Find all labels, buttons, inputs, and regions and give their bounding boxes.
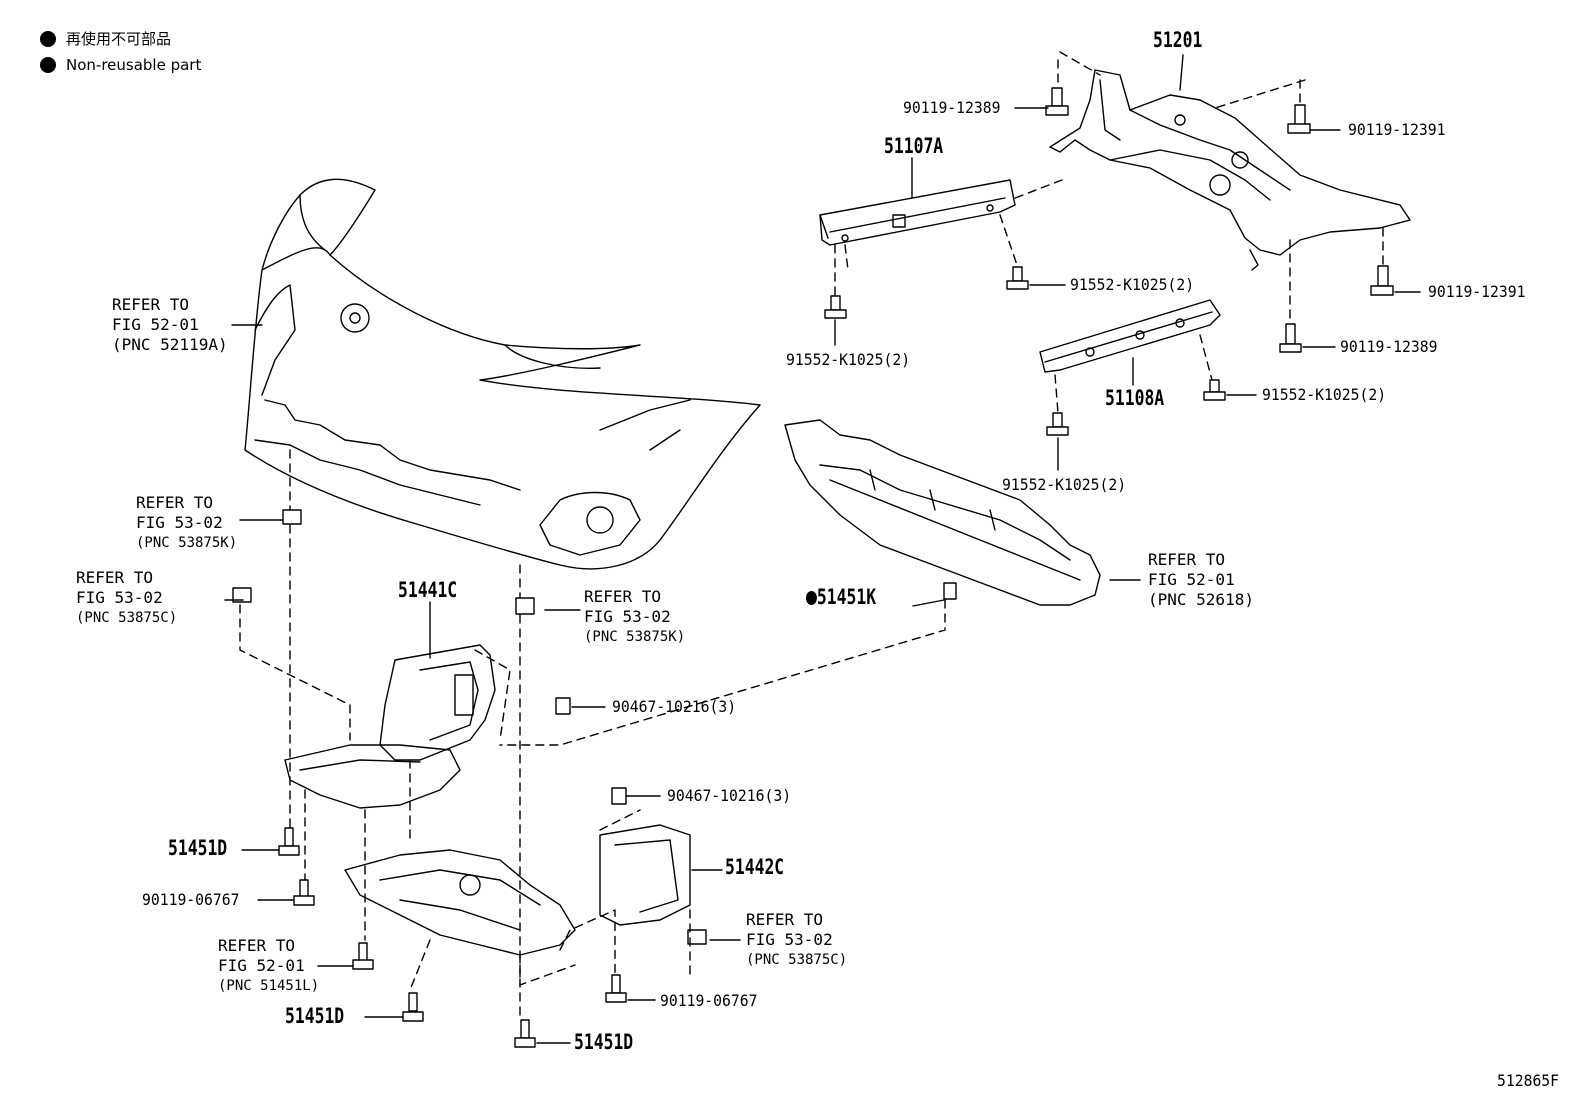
dashed-lines xyxy=(239,51,1384,1021)
refer-line-2: FIG 53-02 xyxy=(136,513,223,532)
bracket-51107a xyxy=(819,179,1016,246)
bolt-90119-12391-right: 90119-12391 xyxy=(1428,282,1526,301)
refer-line-3: (PNC 53875K) xyxy=(136,535,238,551)
refer-line-2: FIG 53-02 xyxy=(76,588,163,607)
refer-fig-53-02-k-left: REFER TO FIG 53-02 (PNC 53875K) xyxy=(136,493,237,553)
refer-fig-53-02-k-center: REFER TO FIG 53-02 (PNC 53875K) xyxy=(584,587,685,647)
leader-lines xyxy=(224,54,1421,1044)
legend-jp-text: 再使用不可部品 xyxy=(66,29,172,48)
refer-line-2: FIG 52-01 xyxy=(112,315,199,334)
fasteners xyxy=(232,87,1394,1048)
refer-line-1: REFER TO xyxy=(76,568,154,587)
bolt-90119-12391-top: 90119-12391 xyxy=(1348,120,1446,139)
bolt-91552-k1025-c: 91552-K1025(2) xyxy=(1262,385,1387,404)
screw-90119-06767-left: 90119-06767 xyxy=(142,890,240,909)
part-51442c: 51442C xyxy=(725,855,785,879)
refer-line-3: (PNC 53875K) xyxy=(584,629,686,645)
refer-line-3: (PNC 52119A) xyxy=(112,335,228,354)
part-51451k-number: 51451K xyxy=(816,585,877,609)
part-51441c: 51441C xyxy=(398,578,458,602)
refer-fig-52-01-51451l: REFER TO FIG 52-01 (PNC 51451L) xyxy=(218,936,319,996)
figure-code: 512865F xyxy=(1497,1071,1560,1090)
refer-line-3: (PNC 52618) xyxy=(1148,590,1254,609)
part-51451d-middle: 51451D xyxy=(285,1004,345,1028)
refer-line-2: FIG 53-02 xyxy=(584,607,671,626)
clip-90467-10216-upper: 90467-10216(3) xyxy=(612,697,737,716)
suspension-crossmember xyxy=(1049,69,1411,271)
lower-undercover xyxy=(344,824,691,956)
part-51201: 51201 xyxy=(1153,28,1203,52)
refer-fig-53-02-c-right: REFER TO FIG 53-02 (PNC 53875C) xyxy=(746,910,847,970)
refer-line-1: REFER TO xyxy=(1148,550,1226,569)
legend-en-text: Non-reusable part xyxy=(66,55,202,74)
refer-line-3: (PNC 53875C) xyxy=(76,610,178,626)
screw-90119-06767-right: 90119-06767 xyxy=(660,991,758,1010)
part-51451d-lower: 51451D xyxy=(574,1030,634,1054)
legend-row-en: Non-reusable part xyxy=(40,57,201,73)
bracket-51108a xyxy=(1039,299,1221,373)
refer-line-2: FIG 53-02 xyxy=(746,930,833,949)
refer-line-2: FIG 52-01 xyxy=(1148,570,1235,589)
refer-line-1: REFER TO xyxy=(746,910,824,929)
non-reusable-dot-icon xyxy=(806,591,817,605)
refer-line-1: REFER TO xyxy=(218,936,296,955)
bolt-91552-k1025-a: 91552-K1025(2) xyxy=(1070,275,1195,294)
engine-undercover xyxy=(784,419,1101,606)
part-51107a: 51107A xyxy=(884,134,944,158)
bolt-91552-k1025-d: 91552-K1025(2) xyxy=(1002,475,1127,494)
non-reusable-dot-icon xyxy=(40,57,56,73)
splash-shield-51441c xyxy=(284,644,496,809)
refer-line-1: REFER TO xyxy=(136,493,214,512)
part-51451d-upper: 51451D xyxy=(168,836,228,860)
refer-line-3: (PNC 51451L) xyxy=(218,978,320,994)
non-reusable-dot-icon xyxy=(40,31,56,47)
bolt-90119-12389-top: 90119-12389 xyxy=(903,98,1001,117)
refer-line-2: FIG 52-01 xyxy=(218,956,305,975)
refer-line-1: REFER TO xyxy=(112,295,190,314)
front-bumper-cover xyxy=(244,178,761,570)
refer-fig-53-02-c-left: REFER TO FIG 53-02 (PNC 53875C) xyxy=(76,568,177,628)
part-51451k: 51451K xyxy=(806,587,876,608)
clip-90467-10216-lower: 90467-10216(3) xyxy=(667,786,792,805)
refer-line-1: REFER TO xyxy=(584,587,662,606)
refer-fig-52-01-bumper: REFER TO FIG 52-01 (PNC 52119A) xyxy=(112,295,228,355)
bolt-90119-12389-right: 90119-12389 xyxy=(1340,337,1438,356)
refer-fig-52-01-undercover: REFER TO FIG 52-01 (PNC 52618) xyxy=(1148,550,1254,610)
part-51108a: 51108A xyxy=(1105,386,1165,410)
legend-row-jp: 再使用不可部品 xyxy=(40,31,171,47)
bolt-91552-k1025-b: 91552-K1025(2) xyxy=(786,350,911,369)
refer-line-3: (PNC 53875C) xyxy=(746,952,848,968)
